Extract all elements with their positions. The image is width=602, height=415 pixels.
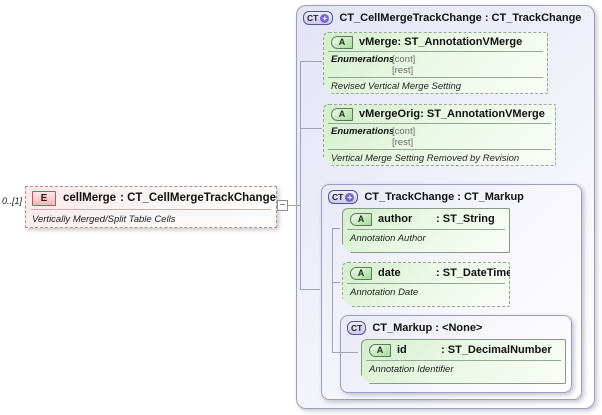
connector-line (300, 61, 322, 62)
connector-line (300, 61, 301, 290)
divider (328, 51, 543, 52)
attribute-name: id (397, 344, 407, 356)
connector-line (332, 228, 333, 353)
attribute-name: date (378, 267, 401, 279)
divider (366, 360, 561, 361)
facet-value: [rest] (392, 65, 414, 76)
divider (328, 149, 551, 150)
facet-label: Enumerations (331, 54, 395, 65)
connector-line (288, 205, 301, 206)
attribute-icon: A (331, 36, 353, 49)
attribute-type: ST_AnnotationVMerge (420, 108, 545, 120)
element-title: E cellMerge CT_CellMergeTrackChange (26, 187, 276, 209)
complextype-plus-icon: CT + (303, 11, 334, 25)
attribute-type: ST_AnnotationVMerge (398, 36, 523, 48)
complextype-plus-icon: CT + (328, 190, 359, 204)
plus-icon: + (320, 13, 330, 23)
element-annotation: Vertically Merged/Split Table Cells (32, 214, 176, 225)
attribute-name: author (378, 213, 413, 225)
complextype-header-root: CT + CT_CellMergeTrackChange : CT_TrackC… (297, 6, 594, 25)
element-name: cellMerge (63, 192, 117, 204)
connector-line (300, 289, 320, 290)
attribute-annotation: Revised Vertical Merge Setting (331, 81, 462, 92)
element-icon: E (32, 190, 56, 206)
connector-line (300, 128, 322, 129)
element-box-cellmerge[interactable]: E cellMerge CT_CellMergeTrackChange Vert… (25, 186, 277, 228)
complextype-header-trackchange: CT + CT_TrackChange : CT_Markup (322, 185, 581, 204)
divider (347, 283, 505, 284)
complextype-title: CT_CellMergeTrackChange : CT_TrackChange (339, 12, 582, 24)
ct-icon-label: CT (332, 192, 344, 202)
attribute-box-date[interactable]: A date ST_DateTime Annotation Date (342, 262, 510, 307)
facets-row: Enumerations [cont] [rest] (324, 52, 547, 77)
connector-line (332, 282, 340, 283)
facet-values: [cont] [rest] (392, 126, 415, 148)
attribute-box-vmergeorig[interactable]: A vMergeOrig ST_AnnotationVMerge Enumera… (323, 104, 556, 166)
attribute-title: A author ST_String (343, 209, 509, 229)
attribute-annotation: Annotation Identifier (369, 364, 454, 375)
attribute-icon: A (369, 344, 391, 357)
connector-line (332, 352, 358, 353)
attribute-name: vMerge (359, 36, 398, 48)
complextype-title: CT_Markup : <None> (372, 322, 483, 334)
attribute-type: ST_DateTime (436, 267, 512, 279)
element-type: CT_CellMergeTrackChange (120, 192, 276, 204)
divider (347, 229, 505, 230)
attribute-icon: A (350, 267, 372, 280)
attribute-title: A vMergeOrig ST_AnnotationVMerge (324, 105, 555, 123)
facet-value: [cont] (392, 126, 416, 137)
attribute-box-vmerge[interactable]: A vMerge ST_AnnotationVMerge Enumeration… (323, 32, 548, 94)
attribute-icon: A (331, 108, 353, 121)
plus-icon: + (345, 192, 355, 202)
attribute-annotation: Annotation Date (350, 287, 419, 298)
divider (328, 77, 543, 78)
attribute-type: ST_DecimalNumber (441, 344, 552, 356)
facet-value: [cont] (392, 54, 416, 65)
divider (328, 123, 551, 124)
facet-label: Enumerations (331, 126, 395, 137)
complextype-container-root[interactable]: CT + CT_CellMergeTrackChange : CT_TrackC… (296, 5, 595, 409)
attribute-name: vMergeOrig (359, 108, 421, 120)
divider (31, 209, 271, 210)
attribute-annotation: Annotation Author (350, 233, 426, 244)
attribute-type: ST_String (436, 213, 495, 225)
attribute-annotation: Vertical Merge Setting Removed by Revisi… (331, 153, 520, 164)
attribute-title: A date ST_DateTime (343, 263, 509, 283)
connector-line (332, 228, 340, 229)
attribute-box-id[interactable]: A id ST_DecimalNumber Annotation Identif… (361, 339, 566, 384)
complextype-title: CT_TrackChange : CT_Markup (364, 191, 524, 203)
complextype-icon: CT (347, 321, 367, 335)
facets-row: Enumerations [cont] [rest] (324, 124, 555, 149)
ct-icon-label: CT (351, 323, 363, 333)
facet-value: [rest] (392, 137, 414, 148)
collapse-toggle[interactable]: − (277, 200, 288, 211)
complextype-header-markup: CT CT_Markup : <None> (341, 316, 571, 335)
complextype-container-trackchange[interactable]: CT + CT_TrackChange : CT_Markup A author… (321, 184, 582, 400)
attribute-box-author[interactable]: A author ST_String Annotation Author (342, 208, 510, 253)
complextype-container-markup[interactable]: CT CT_Markup : <None> A id ST_DecimalNum… (340, 315, 572, 393)
facet-values: [cont] [rest] (392, 54, 415, 76)
ct-icon-label: CT (307, 13, 319, 23)
attribute-icon: A (350, 213, 372, 226)
attribute-title: A id ST_DecimalNumber (362, 340, 565, 360)
cardinality-label: 0..[1] (2, 196, 23, 206)
attribute-title: A vMerge ST_AnnotationVMerge (324, 33, 547, 51)
